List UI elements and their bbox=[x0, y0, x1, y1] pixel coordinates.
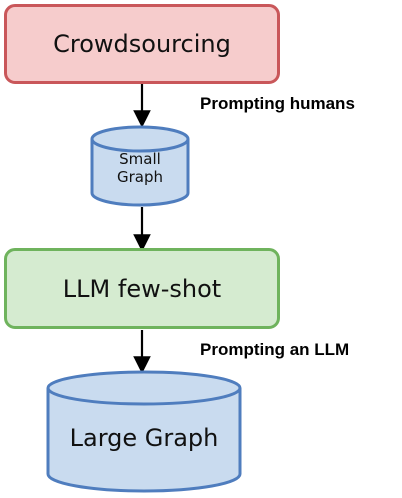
crowdsourcing-box: Crowdsourcing bbox=[4, 4, 280, 84]
prompting-llm-label: Prompting an LLM bbox=[200, 340, 350, 359]
large-graph-label: Large Graph bbox=[69, 424, 219, 452]
small-graph-line2: Graph bbox=[116, 168, 163, 186]
prompting-humans-label: Prompting humans bbox=[200, 94, 355, 113]
llm-few-shot-label: LLM few-shot bbox=[62, 274, 222, 303]
llm-few-shot-box: LLM few-shot bbox=[4, 248, 280, 329]
small-graph-line1: Small bbox=[119, 150, 161, 168]
small-graph-label: Small Graph bbox=[92, 150, 188, 186]
small-graph-cylinder bbox=[90, 125, 190, 207]
large-graph-cylinder bbox=[46, 370, 242, 493]
crowdsourcing-label: Crowdsourcing bbox=[53, 30, 231, 58]
